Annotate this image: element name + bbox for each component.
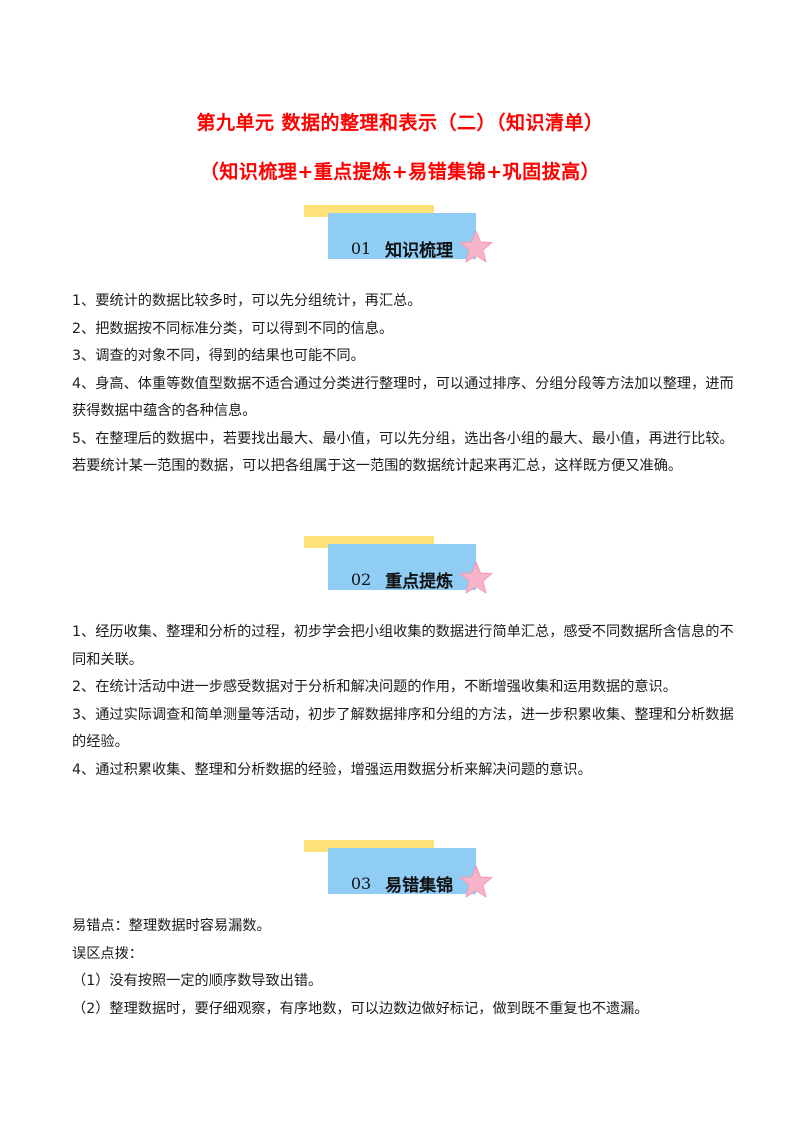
section-3-content: 易错点：整理数据时容易漏数。 误区点拨： （1）没有按照一定的顺序数导致出错。 …: [72, 913, 736, 1023]
page-title: 第九单元 数据的整理和表示（二）（知识清单）: [196, 112, 604, 134]
section-number: 03: [350, 873, 372, 893]
section-2-content: 1、经历收集、整理和分析的过程，初步学会把小组收集的数据进行简单汇总，感受不同数…: [72, 619, 736, 784]
section-title: 重点提炼: [385, 571, 454, 592]
list-item: 误区点拨：: [72, 945, 143, 962]
list-item: 4、身高、体重等数值型数据不适合通过分类进行整理时，可以通过排序、分组分段等方法…: [72, 375, 734, 420]
star-icon: [459, 865, 493, 898]
section-1-content: 1、要统计的数据比较多时，可以先分组统计，再汇总。 2、把数据按不同标准分类，可…: [72, 288, 736, 481]
section-title: 知识梳理: [385, 240, 454, 261]
list-item: 易错点：整理数据时容易漏数。: [72, 918, 271, 934]
section-title: 易错集锦: [385, 875, 454, 896]
list-item: 4、通过积累收集、整理和分析数据的经验，增强运用数据分析来解决问题的意识。: [72, 761, 592, 778]
blue-box-decoration: [328, 213, 476, 259]
list-item: 1、经历收集、整理和分析的过程，初步学会把小组收集的数据进行简单汇总，感受不同数…: [72, 624, 734, 668]
list-item: 3、通过实际调查和简单测量等活动，初步了解数据排序和分组的方法，进一步积累收集、…: [72, 706, 734, 751]
section-header-1: 01 知识梳理: [300, 205, 500, 275]
list-item: （1）没有按照一定的顺序数导致出错。: [72, 973, 323, 989]
section-number: 01: [350, 238, 372, 258]
list-item: 2、把数据按不同标准分类，可以得到不同的信息。: [72, 320, 394, 337]
section-header-2: 02 重点提炼: [300, 536, 500, 606]
star-icon: [459, 561, 493, 594]
list-item: （2）整理数据时，要仔细观察，有序地数，可以边数边做好标记，做到既不重复也不遗漏…: [72, 1000, 649, 1017]
blue-box-decoration: [328, 848, 476, 894]
list-item: 3、调查的对象不同，得到的结果也可能不同。: [72, 348, 365, 364]
section-number: 02: [350, 569, 372, 589]
section-header-3: 03 易错集锦: [300, 840, 500, 910]
list-item: 5、在整理后的数据中，若要找出最大、最小值，可以先分组，选出各小组的最大、最小值…: [72, 430, 734, 475]
list-item: 1、要统计的数据比较多时，可以先分组统计，再汇总。: [72, 293, 422, 309]
list-item: 2、在统计活动中进一步感受数据对于分析和解决问题的作用，不断增强收集和运用数据的…: [72, 679, 677, 695]
star-icon: [459, 230, 493, 263]
page-subtitle: （知识梳理+重点提炼+易错集锦+巩固拔高）: [199, 161, 601, 183]
blue-box-decoration: [328, 544, 476, 590]
